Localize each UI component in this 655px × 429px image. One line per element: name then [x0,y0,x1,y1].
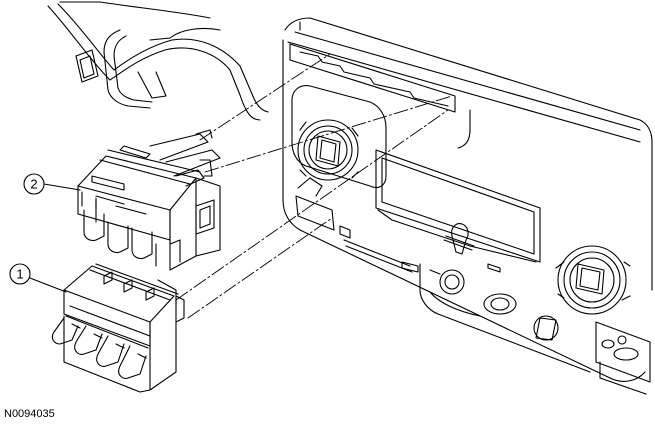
callout-label-2: 2 [30,177,37,192]
upper-dash-trim [47,1,269,121]
instrument-panel [282,17,653,395]
switch-bezel-assembly [51,263,185,393]
callout-2: 2 [23,173,81,195]
callout-1: 1 [9,263,67,293]
switch-housing-assembly [77,129,221,271]
figure-reference-number: N0094035 [4,408,55,420]
callout-label-1: 1 [16,267,23,282]
alignment-lines [175,53,453,319]
